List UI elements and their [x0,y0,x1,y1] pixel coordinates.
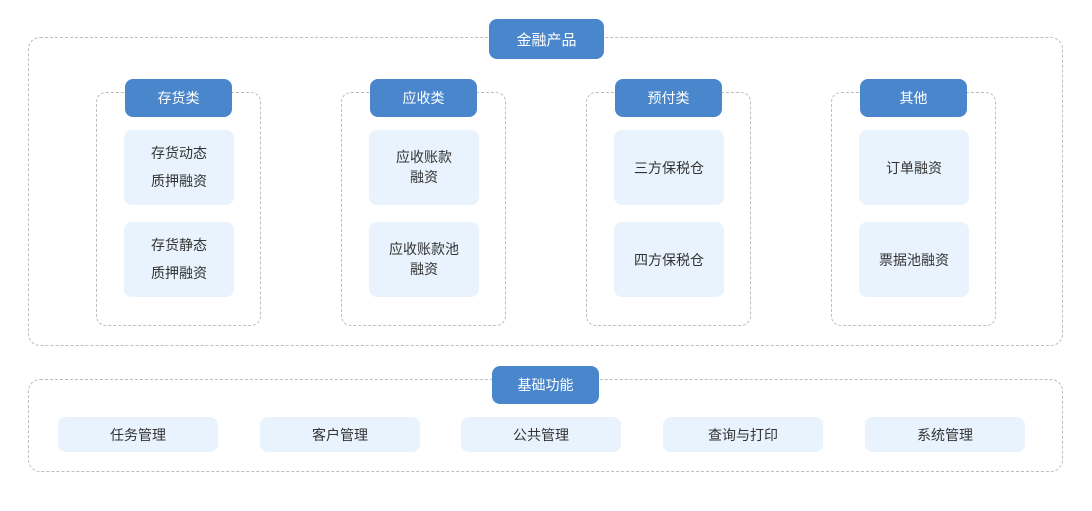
function-item-customer-management[interactable]: 客户管理 [260,417,420,452]
card-line: 应收账款 [396,149,452,166]
card-line: 存货静态 [151,237,207,254]
category-title-other: 其他 [860,79,967,117]
card-line: 票据池融资 [879,252,949,269]
basic-functions-title: 基础功能 [492,366,599,404]
card-line: 应收账款池 [389,241,459,258]
product-card-receivables[interactable]: 应收账款 融资 [369,130,479,205]
card-line: 订单融资 [886,160,942,177]
function-item-query-print[interactable]: 查询与打印 [663,417,823,452]
function-item-task-management[interactable]: 任务管理 [58,417,218,452]
function-item-public-management[interactable]: 公共管理 [461,417,621,452]
card-line: 融资 [410,261,438,278]
card-line: 三方保税仓 [634,160,704,177]
card-line: 四方保税仓 [634,252,704,269]
financial-products-title: 金融产品 [489,19,604,59]
category-title-receivables: 应收类 [370,79,477,117]
product-card-order-financing[interactable]: 订单融资 [859,130,969,205]
card-line: 质押融资 [151,173,207,190]
function-item-system-management[interactable]: 系统管理 [865,417,1025,452]
category-title-prepayment: 预付类 [615,79,722,117]
card-line: 存货动态 [151,145,207,162]
product-card-bill-pool-financing[interactable]: 票据池融资 [859,222,969,297]
product-card-three-party-bonded[interactable]: 三方保税仓 [614,130,724,205]
product-card-four-party-bonded[interactable]: 四方保税仓 [614,222,724,297]
product-card-inventory-dynamic[interactable]: 存货动态 质押融资 [124,130,234,205]
product-card-receivables-pool[interactable]: 应收账款池 融资 [369,222,479,297]
card-line: 质押融资 [151,265,207,282]
card-line: 融资 [410,169,438,186]
product-card-inventory-static[interactable]: 存货静态 质押融资 [124,222,234,297]
category-title-inventory: 存货类 [125,79,232,117]
